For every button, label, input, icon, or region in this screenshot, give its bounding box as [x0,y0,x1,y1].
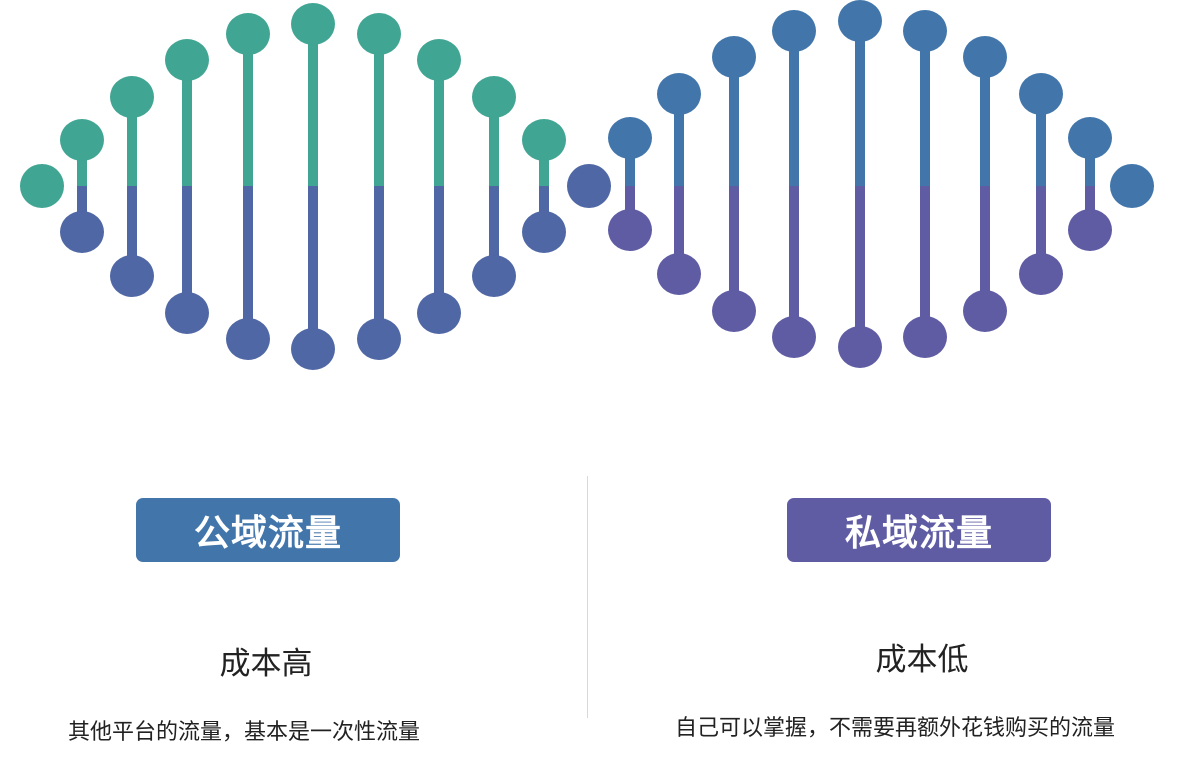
right-helix-node-bottom-2 [657,253,701,295]
right-helix-node-bottom-5 [838,326,882,368]
left-helix-node-bottom-4 [226,318,270,360]
right-helix-node-bottom-1 [608,209,652,251]
right-helix-node-top-4 [772,10,816,52]
right-helix-node-bottom-6 [903,316,947,358]
right-helix-node-end-10 [1110,164,1154,208]
left-helix-node-top-9 [522,119,566,161]
right-helix-node-bottom-4 [772,316,816,358]
left-helix-node-top-2 [110,76,154,118]
right-helix-node-bottom-8 [1019,253,1063,295]
right-helix-node-top-5 [838,0,882,42]
left-helix-node-bottom-6 [357,318,401,360]
left-helix-node-bottom-9 [522,211,566,253]
private-cost-heading: 成本低 [875,642,969,678]
left-helix-node-top-6 [357,13,401,55]
public-description: 其他平台的流量，基本是一次性流量 [68,720,421,745]
left-helix-node-bottom-2 [110,255,154,297]
left-helix-node-bottom-3 [165,292,209,334]
left-helix-node-top-3 [165,39,209,81]
right-helix-node-top-2 [657,73,701,115]
right-helix-node-top-3 [712,36,756,78]
center-divider [587,476,588,718]
right-helix-node-bottom-3 [712,290,756,332]
left-helix-node-top-5 [291,3,335,45]
right-helix-node-end-0 [567,164,611,208]
right-helix-node-top-8 [1019,73,1063,115]
private-traffic-badge: 私域流量 [787,498,1051,562]
right-helix-node-top-1 [608,117,652,159]
private-description: 自己可以掌握，不需要再额外花钱购买的流量 [675,716,1116,741]
right-helix-node-bottom-7 [963,290,1007,332]
right-helix-node-bottom-9 [1068,209,1112,251]
dna-helix-illustration [20,0,1154,370]
left-helix-node-top-1 [60,119,104,161]
left-helix-node-top-8 [472,76,516,118]
left-helix-node-bottom-8 [472,255,516,297]
left-helix-node-top-7 [417,39,461,81]
left-helix-node-top-4 [226,13,270,55]
left-helix-node-bottom-7 [417,292,461,334]
right-helix-node-top-6 [903,10,947,52]
right-helix-node-top-9 [1068,117,1112,159]
left-helix-node-bottom-1 [60,211,104,253]
right-helix-node-top-7 [963,36,1007,78]
public-cost-heading: 成本高 [219,646,313,682]
left-helix-node-bottom-5 [291,328,335,370]
public-traffic-badge: 公域流量 [136,498,400,562]
left-helix-node-end-0 [20,164,64,208]
